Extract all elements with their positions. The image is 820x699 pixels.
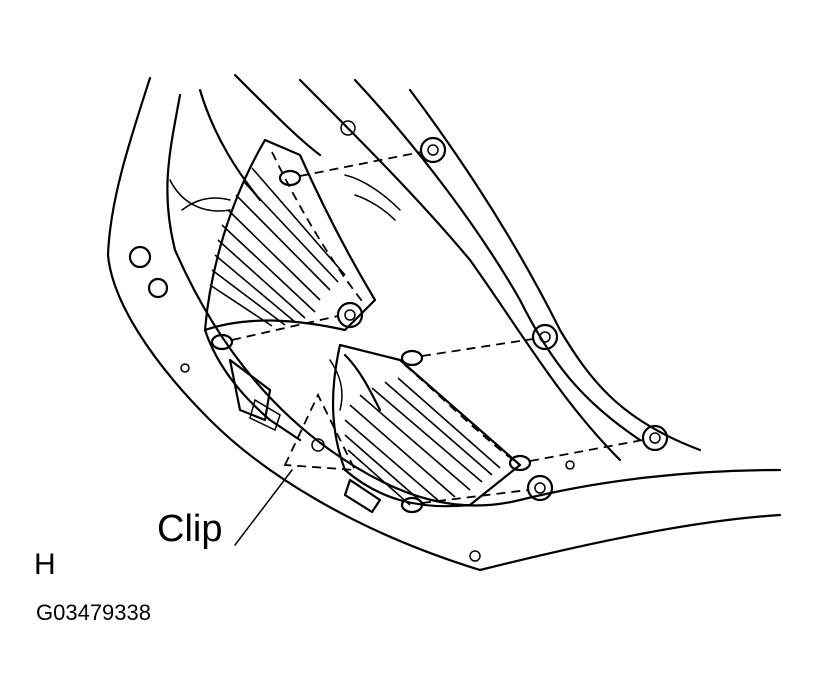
clip-nut-1 <box>419 136 447 164</box>
hood-outline <box>106 73 782 572</box>
removed-clips <box>336 136 669 502</box>
figure-code: G03479338 <box>36 600 151 625</box>
insulator-lower <box>331 343 522 508</box>
insulator-upper <box>203 138 377 332</box>
clip-nut-5 <box>526 474 554 502</box>
clip-label: Clip <box>157 508 223 550</box>
leader-lines <box>231 151 644 504</box>
hood-inner-frame <box>203 328 382 514</box>
view-letter: H <box>34 548 56 581</box>
clip-callout <box>234 392 357 546</box>
installed-studs <box>210 169 532 514</box>
clip-nut-4 <box>641 424 669 452</box>
clip-nut-3 <box>531 323 559 351</box>
clip-nut-2 <box>336 301 364 329</box>
